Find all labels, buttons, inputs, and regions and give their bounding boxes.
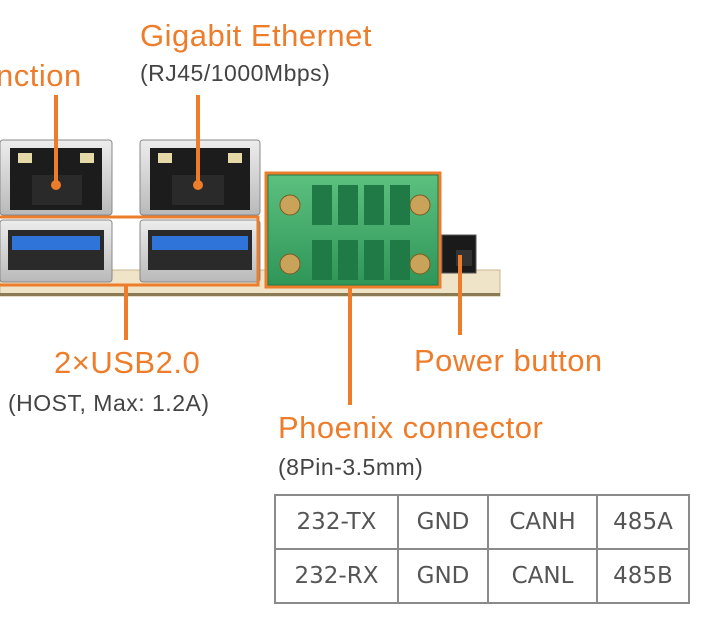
ethernet-right-title: Gigabit Ethernet [140,18,373,53]
ethernet-left-title: nction [0,58,82,93]
pin-cell: GND [397,548,489,604]
pin-cell: CANL [487,548,598,604]
power-title: Power button [414,343,603,378]
usb-subtitle: (HOST, Max: 1.2A) [8,390,210,416]
pin-cell: 232-TX [274,494,399,550]
ethernet-right-subtitle: (RJ45/1000Mbps) [140,60,331,86]
phoenix-highlight-frame [264,171,442,289]
usb-highlight-frame [0,215,260,287]
usb-title: 2×USB2.0 [54,345,201,380]
usb-port-icon [0,219,113,283]
pin-cell: 232-RX [274,548,399,604]
pinout-table: 232-TX GND CANH 485A 232-RX GND CANL 485… [274,494,690,604]
pin-cell: CANH [487,494,598,550]
table-row: 232-RX GND CANL 485B [274,548,690,604]
phoenix-title: Phoenix connector [278,410,544,445]
usb-port-icon [139,219,261,283]
pin-cell: GND [397,494,489,550]
table-row: 232-TX GND CANH 485A [274,494,690,550]
pin-cell: 485B [596,548,690,604]
pin-cell: 485A [596,494,690,550]
phoenix-terminal-icon [267,174,439,286]
phoenix-subtitle: (8Pin-3.5mm) [278,454,424,480]
